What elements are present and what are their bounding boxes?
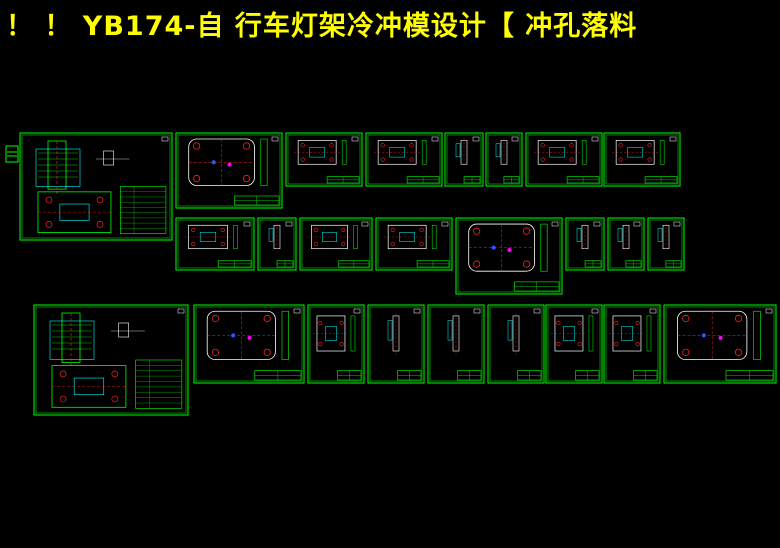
drawing-sheet-part-10[interactable] [603,304,661,384]
drawing-sheet-assembly-1[interactable] [19,132,173,241]
drawing-sheet-small-7[interactable] [367,304,425,384]
drawing-sheet-small-4[interactable] [565,217,605,271]
drawing-sheet-small-8[interactable] [427,304,485,384]
drawing-sheet-part-2[interactable] [365,132,443,187]
drawing-sheet-part-9[interactable] [545,304,603,384]
drawing-sheet-part-4[interactable] [603,132,681,187]
drawing-sheet-plate-2[interactable] [455,217,563,295]
drawing-sheet-part-8[interactable] [307,304,365,384]
drawing-sheet-plate-3[interactable] [193,304,305,384]
drawing-sheet-part-7[interactable] [375,217,453,271]
drawing-sheet-small-1[interactable] [444,132,484,187]
drawing-title: ！ ！ YB174-自 行车灯架冷冲模设计【 冲孔落料 [6,11,638,42]
drawing-sheet-small-3[interactable] [257,217,297,271]
drawing-sheet-small-2[interactable] [485,132,523,187]
drawing-sheet-small-6[interactable] [647,217,685,271]
drawing-sheet-plate-4[interactable] [663,304,777,384]
drawing-sheet-part-3[interactable] [525,132,603,187]
drawing-sheet-small-5[interactable] [607,217,645,271]
drawing-sheet-part-1[interactable] [285,132,363,187]
drawing-sheet-small-9[interactable] [487,304,545,384]
drawing-sheet-part-5[interactable] [175,217,255,271]
drawing-sheet-part-6[interactable] [299,217,373,271]
layer-tab[interactable] [5,145,19,163]
drawing-sheet-assembly-2[interactable] [33,304,189,416]
drawing-sheet-die-plate-1[interactable] [175,132,283,209]
